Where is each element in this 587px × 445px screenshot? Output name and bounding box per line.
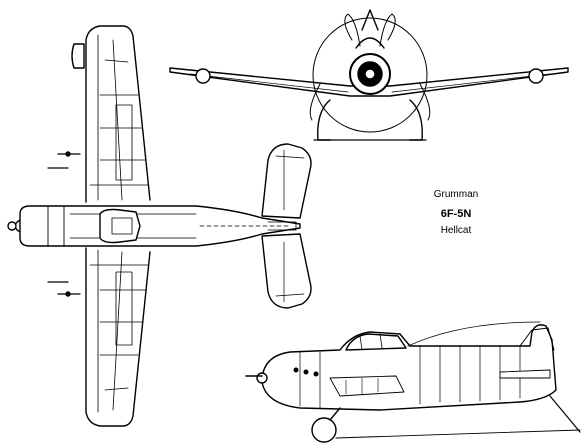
front-landing-gear [317,99,423,141]
caption-model: 6F-5N [440,208,472,220]
plan-fuselage [19,205,301,247]
plan-cockpit [99,208,141,244]
plan-view [7,25,312,427]
propeller-disc [312,17,428,133]
plan-lower-wing [85,247,151,427]
side-wheel [311,417,337,443]
plan-tailplane [261,143,312,309]
side-view [245,321,581,443]
caption-manufacturer: Grumman [433,189,479,200]
plan-upper-wing [85,25,151,203]
front-view [169,9,569,141]
side-fuselage [261,324,557,411]
caption-name: Hellcat [440,225,472,236]
side-canopy [345,333,407,351]
